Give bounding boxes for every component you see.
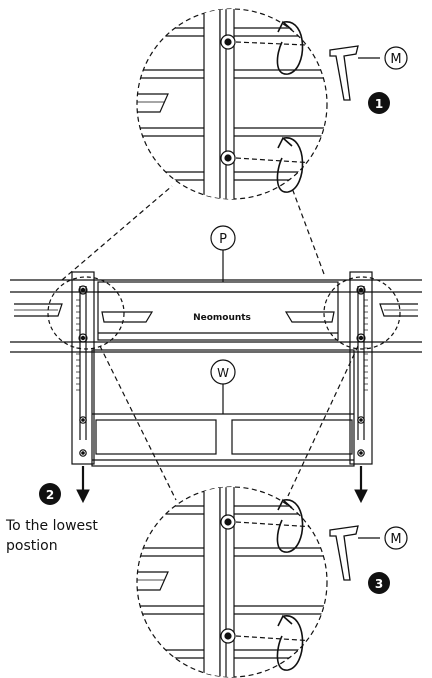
rotate-arrow-icon: [276, 499, 304, 553]
step-2-number: 2: [46, 488, 54, 502]
label-w-text: W: [217, 366, 229, 380]
step-3-badge: [368, 572, 390, 594]
label-m-top: [384, 46, 408, 70]
rotate-arrow-icon: [276, 21, 304, 75]
label-m-bottom-text: M: [390, 532, 401, 547]
label-w: [210, 359, 236, 385]
rotate-arrow-icon: [276, 615, 304, 671]
arrow-down-icon: [354, 466, 368, 504]
bottom-detail: [136, 486, 328, 678]
top-detail: [136, 8, 328, 200]
wall-plate: [97, 281, 339, 341]
detail-circles: [47, 276, 401, 350]
right-bracket: [349, 271, 373, 465]
left-bracket: [71, 271, 95, 465]
brand-logo-text: Neomounts: [193, 313, 251, 323]
arrow-down-icon: [76, 466, 90, 504]
hex-key-icon: [329, 45, 359, 101]
step-2-badge: [39, 483, 61, 505]
instruction-caption: To the lowest postion: [6, 518, 98, 554]
step-1-number: 1: [375, 97, 383, 111]
step-1-badge: [368, 92, 390, 114]
step-3-number: 3: [375, 577, 383, 591]
label-p-text: P: [219, 232, 227, 247]
label-m-bottom: [384, 526, 408, 550]
wall-rail: [10, 279, 422, 353]
hex-key-icon: [329, 525, 359, 581]
label-m-top-text: M: [390, 52, 401, 67]
rotate-arrow-icon: [276, 137, 304, 193]
label-p: [210, 225, 236, 251]
leader-lines: [61, 185, 359, 501]
